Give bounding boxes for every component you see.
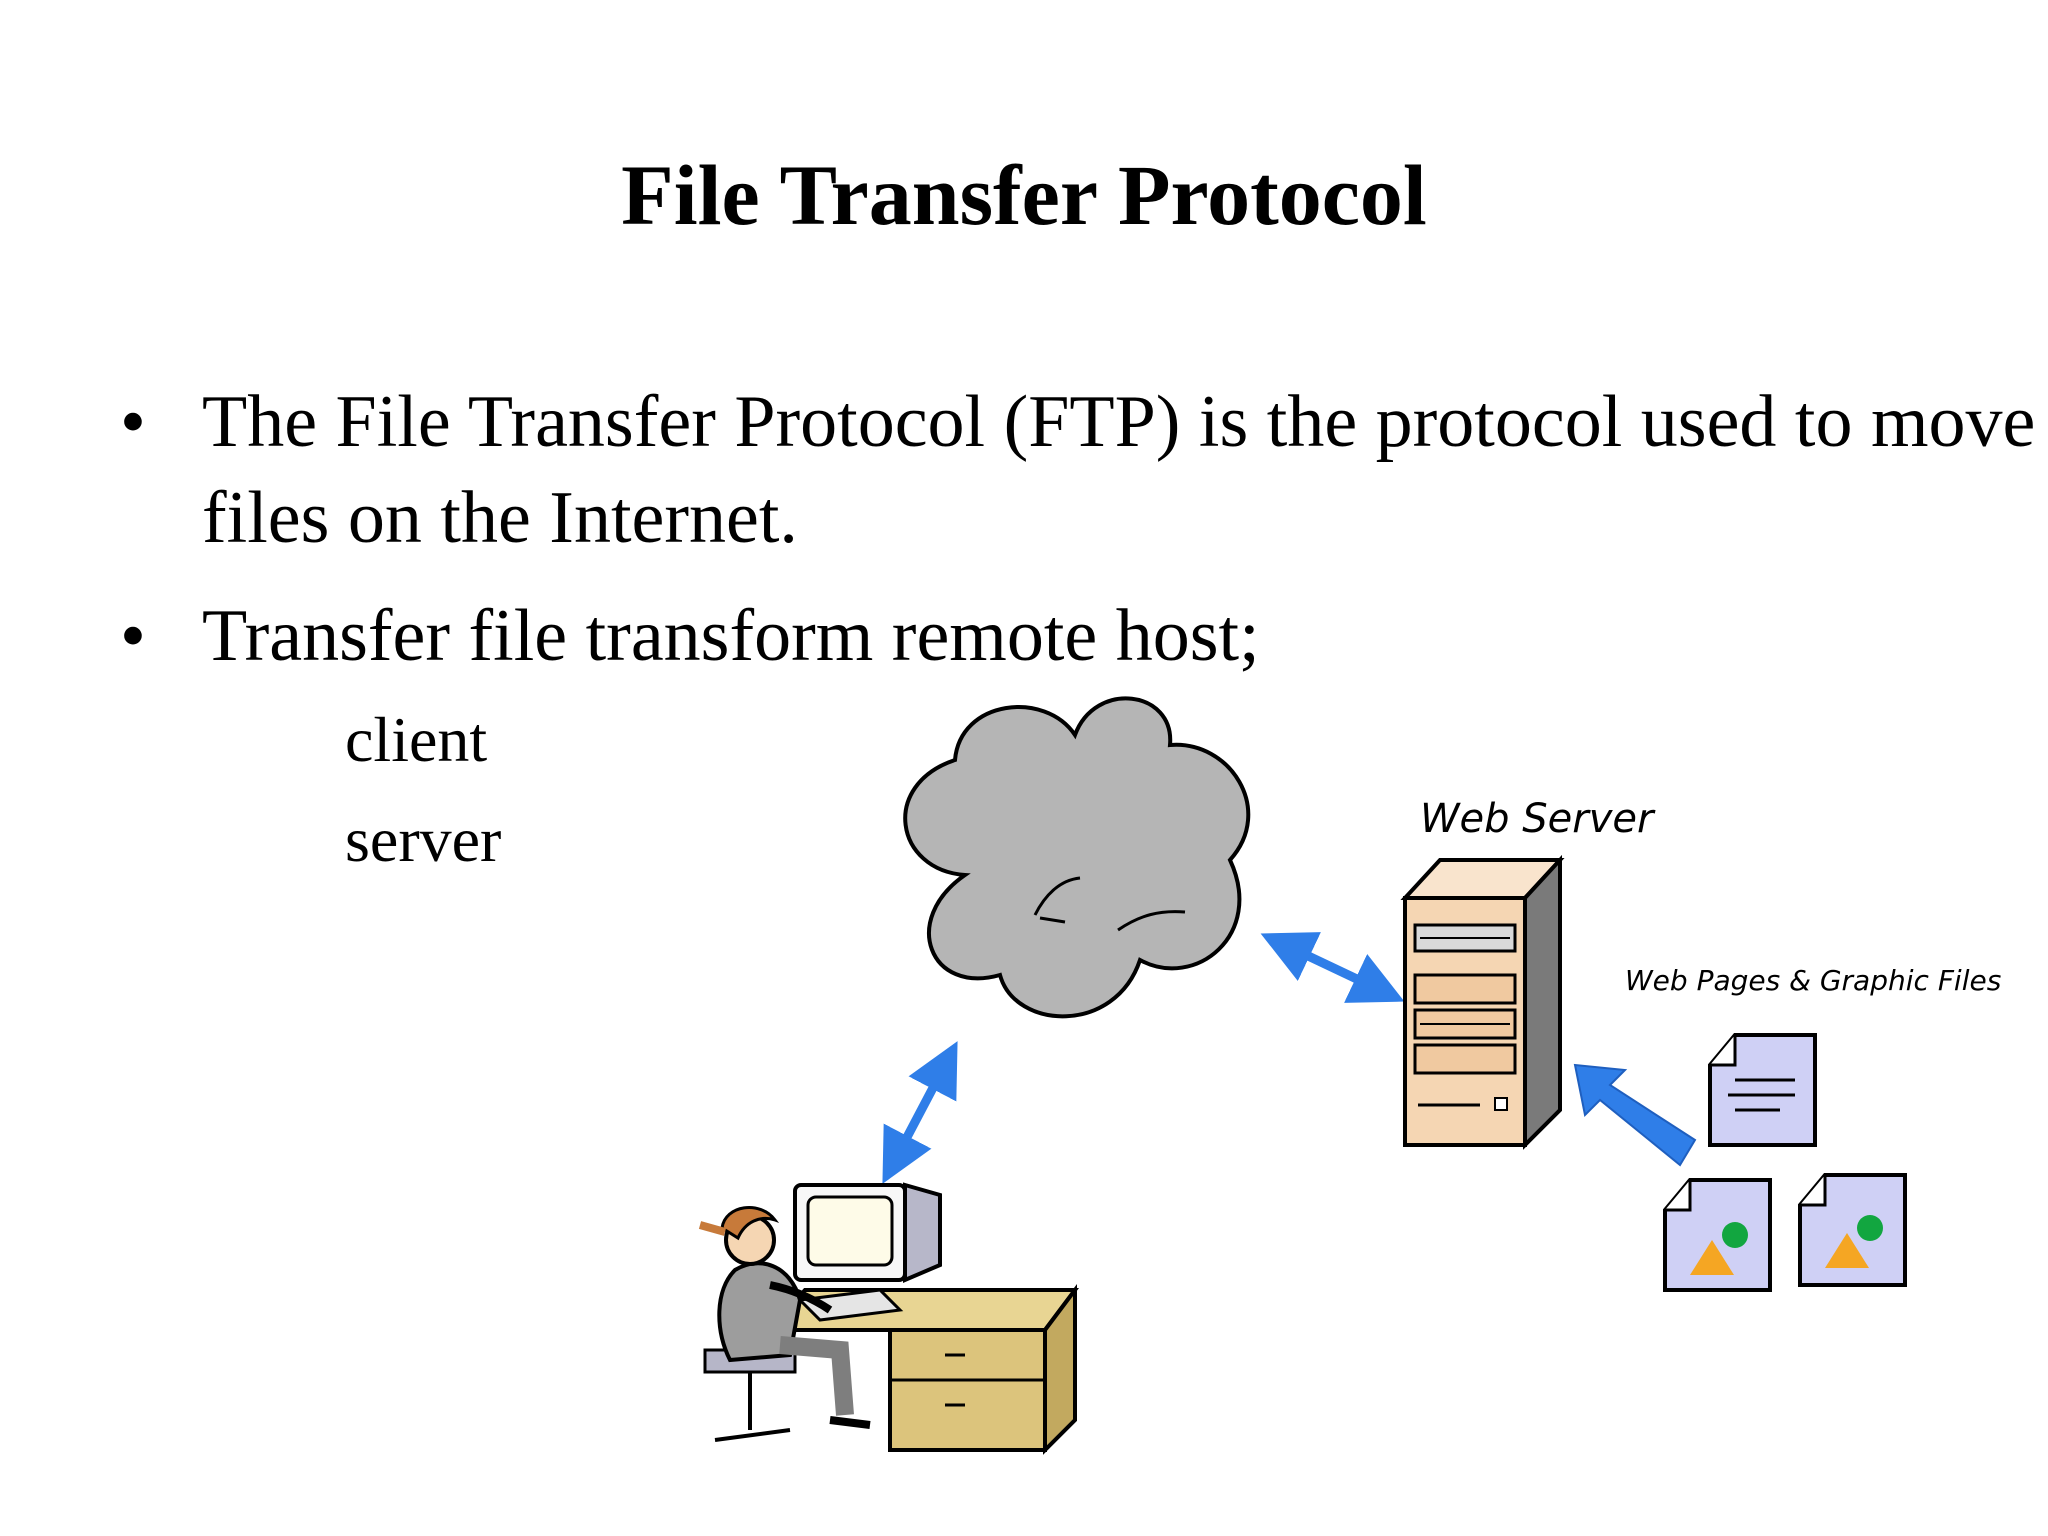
image-file-icon [1798,1173,1907,1287]
image-file-icon [1663,1178,1772,1292]
bullet-dot: • [120,381,146,463]
cloud-server-arrow-icon [1260,932,1405,1003]
web-server-label: Web Server [1420,796,1656,842]
document-icon [1708,1033,1817,1147]
internet-cloud-icon [903,696,1251,1019]
slide-title: File Transfer Protocol [621,147,1427,243]
cloud-client-arrow-icon [882,1041,958,1184]
upload-arrow-icon [1573,1063,1697,1167]
client-user-at-computer-icon [698,1182,1079,1455]
bullet-text: The File Transfer Protocol (FTP) is the … [202,381,2036,559]
files-label: Web Pages & Graphic Files [1625,964,2001,997]
bullet-text: Transfer file transform remote host; [202,595,1260,677]
bullet-dot: • [120,595,146,677]
sub-item-server: server [345,804,502,875]
web-server-icon [1400,854,1565,1150]
sub-item-client: client [345,704,488,775]
